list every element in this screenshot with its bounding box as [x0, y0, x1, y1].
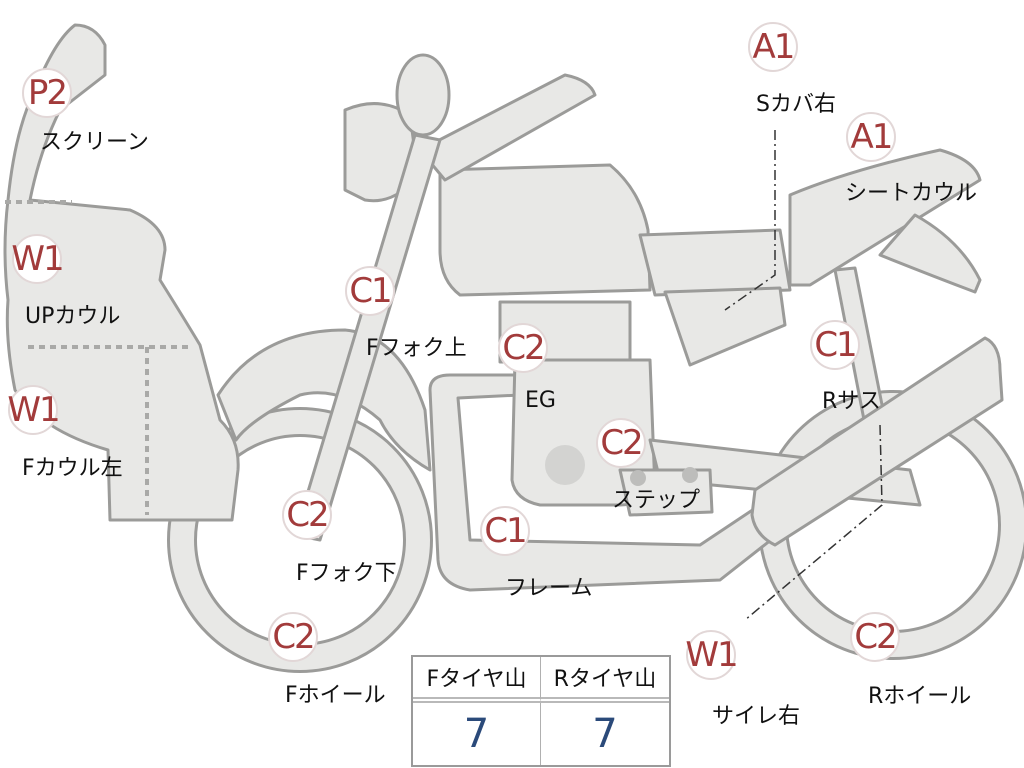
grade-badge: C1 — [810, 320, 860, 370]
side-cover-right-shape — [663, 286, 787, 367]
muffler-shape — [750, 336, 1004, 547]
part-label: サイレ右 — [712, 704, 801, 729]
part-label: EG — [525, 388, 556, 413]
grade-badge: W1 — [11, 234, 65, 284]
tire-tread-table: Fタイヤ山 Rタイヤ山 7 7 — [411, 655, 671, 767]
seat-cowl-shape — [788, 148, 982, 287]
part-label: Rホイール — [868, 684, 972, 709]
part-label: シートカウル — [845, 181, 978, 206]
part-label: Sカバ右 — [756, 92, 836, 117]
part-label: Fフォク上 — [366, 336, 467, 361]
side-cover-shape — [638, 228, 792, 297]
grade-badge: C2 — [498, 323, 548, 373]
grade-badge: W1 — [685, 630, 739, 680]
front-tire-header: Fタイヤ山 — [413, 657, 541, 703]
grade-badge: C2 — [282, 490, 332, 540]
handlebar-shape — [418, 73, 597, 182]
fuel-tank-shape — [438, 163, 652, 297]
grade-badge: C2 — [268, 612, 318, 662]
part-label: Fフォク下 — [296, 561, 397, 586]
rear-tire-header: Rタイヤ山 — [541, 657, 669, 703]
tail-shape — [878, 213, 982, 294]
part-label: UPカウル — [25, 304, 121, 329]
grade-badge: C2 — [596, 418, 646, 468]
part-label: Fホイール — [285, 683, 386, 708]
grade-badge: P2 — [22, 68, 72, 118]
grade-badge: C2 — [850, 612, 900, 662]
part-label: Rサス — [822, 389, 881, 414]
rear-tire-value: 7 — [592, 711, 618, 757]
part-label: フレーム — [505, 576, 593, 601]
grade-badge: W1 — [7, 385, 61, 435]
frame-shape — [428, 373, 792, 592]
front-fork-shape — [293, 133, 442, 542]
front-tire-value: 7 — [413, 703, 541, 765]
grade-badge: A1 — [748, 22, 798, 72]
grade-badge: A1 — [846, 112, 896, 162]
grade-badge: C1 — [345, 266, 395, 316]
part-label: Fカウル左 — [22, 456, 123, 481]
fairing-shape — [3, 23, 240, 522]
part-label: ステップ — [612, 488, 701, 513]
grade-badge: C1 — [480, 506, 530, 556]
front-fender-shape — [216, 328, 432, 472]
part-label: スクリーン — [40, 130, 149, 155]
